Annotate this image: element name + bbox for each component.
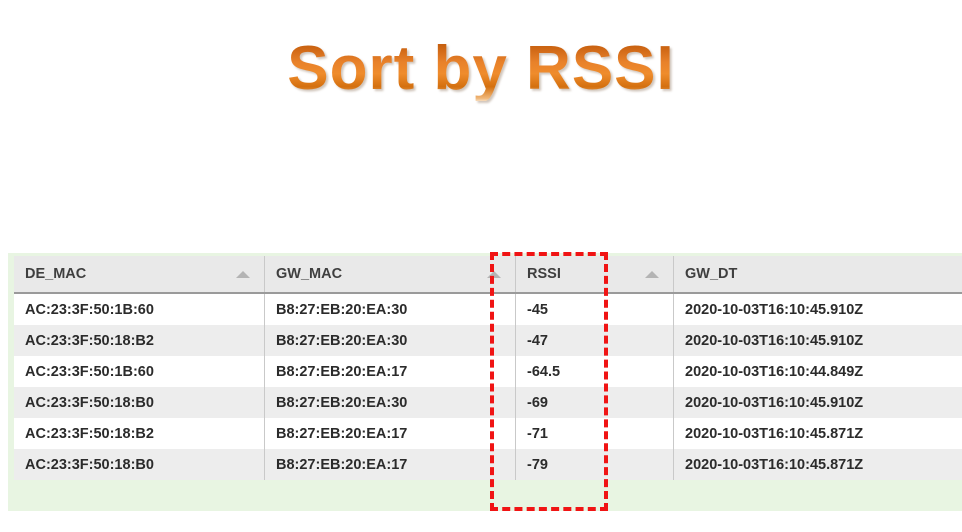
table-row[interactable]: AC:23:3F:50:1B:60 B8:27:EB:20:EA:17 -64.…	[14, 356, 962, 387]
slide-title: Sort by RSSI	[0, 36, 962, 101]
column-header-label-gw-dt: GW_DT	[685, 266, 738, 282]
column-header-gw-dt[interactable]: GW_DT	[673, 256, 962, 294]
column-header-rssi[interactable]: RSSI	[515, 256, 674, 294]
cell-gw-mac: B8:27:EB:20:EA:30	[264, 325, 516, 356]
cell-gw-dt: 2020-10-03T16:10:45.871Z	[673, 418, 962, 449]
cell-gw-mac: B8:27:EB:20:EA:17	[264, 418, 516, 449]
cell-de-mac: AC:23:3F:50:18:B2	[14, 418, 265, 449]
cell-de-mac: AC:23:3F:50:18:B2	[14, 325, 265, 356]
cell-rssi: -47	[515, 325, 674, 356]
sort-ascending-icon[interactable]	[487, 271, 501, 278]
table-header-row: DE_MAC GW_MAC RSSI GW_DT	[14, 256, 962, 294]
cell-rssi: -71	[515, 418, 674, 449]
table-row[interactable]: AC:23:3F:50:18:B2 B8:27:EB:20:EA:30 -47 …	[14, 325, 962, 356]
table-header: DE_MAC GW_MAC RSSI GW_DT	[14, 256, 962, 294]
sort-ascending-icon[interactable]	[236, 271, 250, 278]
cell-gw-mac: B8:27:EB:20:EA:17	[264, 356, 516, 387]
cell-de-mac: AC:23:3F:50:1B:60	[14, 356, 265, 387]
cell-gw-dt: 2020-10-03T16:10:45.910Z	[673, 387, 962, 418]
cell-rssi: -64.5	[515, 356, 674, 387]
cell-de-mac: AC:23:3F:50:1B:60	[14, 293, 265, 325]
cell-de-mac: AC:23:3F:50:18:B0	[14, 387, 265, 418]
cell-gw-dt: 2020-10-03T16:10:45.871Z	[673, 449, 962, 480]
column-header-label-rssi: RSSI	[527, 266, 561, 282]
table-row[interactable]: AC:23:3F:50:1B:60 B8:27:EB:20:EA:30 -45 …	[14, 293, 962, 325]
column-header-gw-mac[interactable]: GW_MAC	[264, 256, 516, 294]
cell-gw-mac: B8:27:EB:20:EA:17	[264, 449, 516, 480]
cell-gw-mac: B8:27:EB:20:EA:30	[264, 387, 516, 418]
table-row[interactable]: AC:23:3F:50:18:B0 B8:27:EB:20:EA:17 -79 …	[14, 449, 962, 480]
cell-rssi: -69	[515, 387, 674, 418]
rssi-data-table: DE_MAC GW_MAC RSSI GW_DT AC:23:3F:50:1B:…	[14, 256, 962, 480]
column-header-label-de-mac: DE_MAC	[25, 266, 87, 282]
cell-gw-dt: 2020-10-03T16:10:45.910Z	[673, 325, 962, 356]
table-body: AC:23:3F:50:1B:60 B8:27:EB:20:EA:30 -45 …	[14, 293, 962, 480]
cell-gw-dt: 2020-10-03T16:10:44.849Z	[673, 356, 962, 387]
cell-gw-dt: 2020-10-03T16:10:45.910Z	[673, 293, 962, 325]
table-row[interactable]: AC:23:3F:50:18:B2 B8:27:EB:20:EA:17 -71 …	[14, 418, 962, 449]
cell-rssi: -79	[515, 449, 674, 480]
sort-ascending-icon[interactable]	[645, 271, 659, 278]
cell-de-mac: AC:23:3F:50:18:B0	[14, 449, 265, 480]
column-header-de-mac[interactable]: DE_MAC	[14, 256, 265, 294]
table-row[interactable]: AC:23:3F:50:18:B0 B8:27:EB:20:EA:30 -69 …	[14, 387, 962, 418]
cell-rssi: -45	[515, 293, 674, 325]
column-header-label-gw-mac: GW_MAC	[276, 266, 343, 282]
cell-gw-mac: B8:27:EB:20:EA:30	[264, 293, 516, 325]
